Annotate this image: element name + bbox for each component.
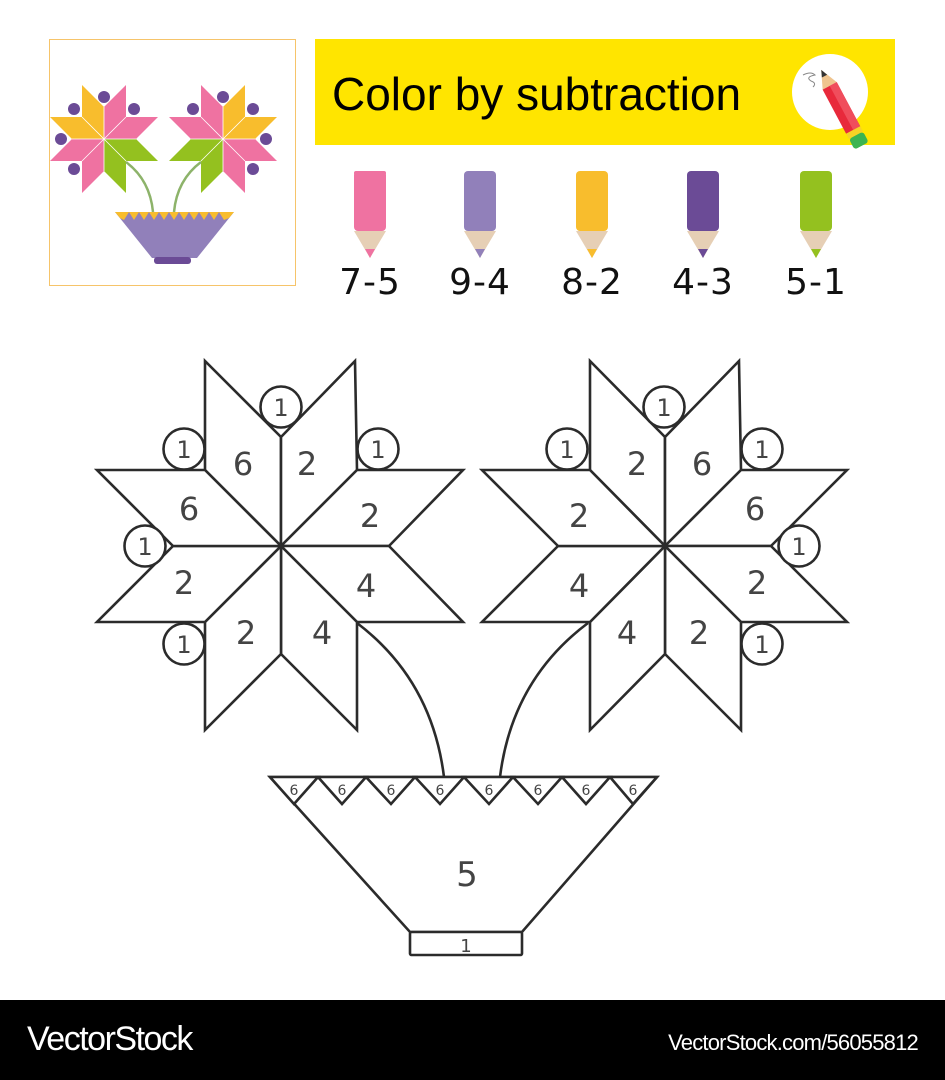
subtraction-problem: 8-2 (561, 262, 623, 303)
petal-number: 4 (617, 614, 637, 652)
petal-number: 2 (174, 564, 194, 602)
bud-number: 1 (754, 436, 769, 464)
pot-triangle[interactable] (559, 775, 613, 806)
color-key: 7-5 9-4 8-2 4-3 5-1 (320, 168, 880, 308)
subtraction-problem: 4-3 (672, 262, 734, 303)
color-key-item-yellow: 8-2 (542, 168, 642, 303)
petal-number: 2 (360, 497, 380, 535)
petal-number: 2 (569, 497, 589, 535)
pot-triangle[interactable] (412, 775, 467, 806)
title-banner: Color by subtraction (315, 39, 895, 149)
pot-base-number: 1 (460, 936, 471, 957)
bud-number: 1 (176, 631, 191, 659)
green-pencil-icon (800, 171, 832, 258)
brand-logo: VectorStock (27, 1020, 193, 1058)
bud[interactable] (777, 524, 821, 568)
triangle-number: 6 (534, 783, 543, 799)
bud-number: 1 (137, 533, 152, 561)
bud[interactable] (356, 427, 400, 471)
petal-number: 2 (627, 445, 647, 483)
bud[interactable] (740, 427, 784, 471)
pot-base[interactable] (408, 930, 524, 957)
left-flower (93, 357, 467, 734)
petal-number: 4 (312, 614, 332, 652)
pot-triangle[interactable] (461, 775, 516, 806)
petal-number: 4 (356, 567, 376, 605)
flower-pot (267, 775, 660, 957)
bud[interactable] (642, 385, 686, 429)
petal[interactable] (93, 468, 285, 548)
lavender-pencil-icon (464, 171, 496, 258)
color-key-item-lavender: 9-4 (430, 168, 530, 303)
pot-triangle[interactable] (363, 775, 418, 806)
stem (498, 621, 589, 778)
image-id: VectorStock.com/56055812 (668, 1030, 919, 1055)
petal-number: 4 (569, 567, 589, 605)
bud[interactable] (123, 524, 167, 568)
color-key-item-pink: 7-5 (320, 168, 420, 303)
right-flower (478, 357, 851, 734)
reference-left-flower (50, 85, 158, 193)
bud-number: 1 (559, 436, 574, 464)
color-key-item-green: 5-1 (766, 168, 866, 303)
petal-number: 2 (747, 564, 767, 602)
subtraction-problem: 9-4 (449, 262, 511, 303)
reference-vase (115, 212, 234, 258)
triangle-number: 6 (485, 783, 494, 799)
yellow-pencil-icon (576, 171, 608, 258)
coloring-worksheet: 6 2 2 4 4 2 2 6 2 6 6 2 2 4 4 2 1 1 1 1 … (93, 357, 851, 957)
color-key-item-purple: 4-3 (653, 168, 753, 303)
bud-number: 1 (273, 394, 288, 422)
pot-triangle[interactable] (267, 775, 321, 806)
colored-flowers-illustration (50, 85, 277, 264)
bud-number: 1 (370, 436, 385, 464)
bud-number: 1 (754, 631, 769, 659)
petal-number: 2 (689, 614, 709, 652)
petal-number: 2 (297, 445, 317, 483)
bud[interactable] (162, 622, 206, 666)
subtraction-problem: 5-1 (785, 262, 847, 303)
bud[interactable] (740, 622, 784, 666)
triangle-number: 6 (629, 783, 638, 799)
purple-pencil-icon (687, 171, 719, 258)
triangle-number: 6 (436, 783, 445, 799)
bud-number: 1 (656, 394, 671, 422)
bud[interactable] (545, 427, 589, 471)
pot-triangle[interactable] (607, 775, 660, 806)
triangle-number: 6 (338, 783, 347, 799)
petal-number: 6 (233, 445, 253, 483)
petal-number: 6 (692, 445, 712, 483)
petal-number: 6 (179, 490, 199, 528)
page-title: Color by subtraction (332, 68, 742, 120)
reference-image (49, 39, 296, 286)
triangle-number: 6 (582, 783, 591, 799)
reference-right-flower (169, 85, 277, 193)
subtraction-problem: 7-5 (339, 262, 401, 303)
petal-number: 6 (745, 490, 765, 528)
bud-number: 1 (176, 436, 191, 464)
red-pencil-icon (792, 54, 868, 149)
petal[interactable] (478, 468, 669, 548)
pot-triangle[interactable] (510, 775, 565, 806)
bud[interactable] (259, 385, 303, 429)
stem (356, 621, 446, 778)
pot-body-number: 5 (456, 855, 478, 895)
triangle-number: 6 (387, 783, 396, 799)
watermark-footer: VectorStock VectorStock.com/56055812 (0, 1000, 945, 1080)
petal-number: 2 (236, 614, 256, 652)
bud-number: 1 (791, 533, 806, 561)
bud[interactable] (162, 427, 206, 471)
pot-triangle[interactable] (315, 775, 369, 806)
triangle-number: 6 (290, 783, 299, 799)
pink-pencil-icon (354, 171, 386, 258)
